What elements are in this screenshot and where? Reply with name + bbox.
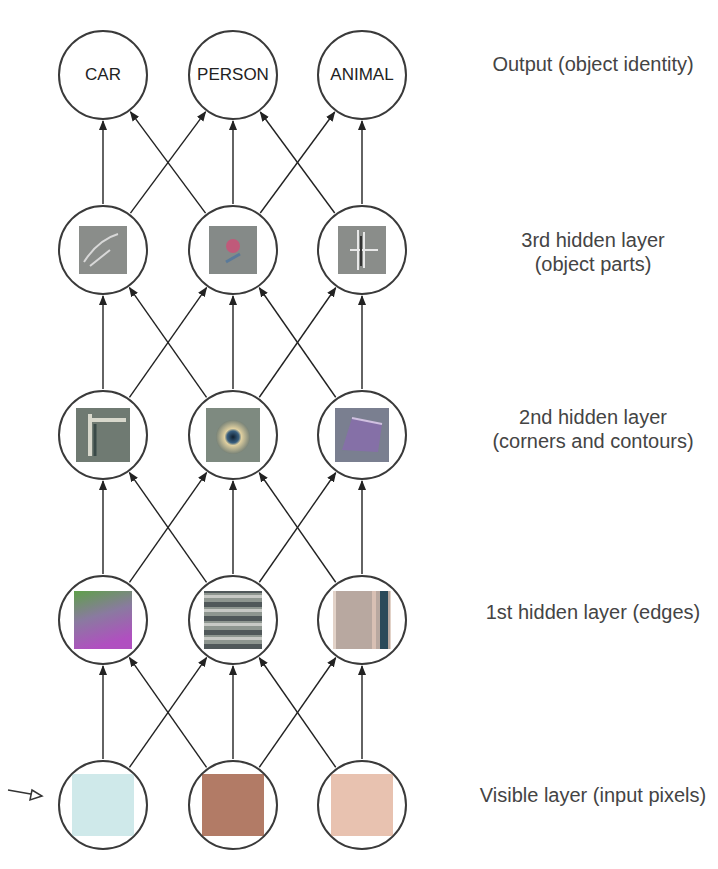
layer-label: Visible layer (input pixels): [478, 783, 708, 807]
class-label: CAR: [85, 65, 121, 85]
output-neuron: PERSON: [188, 30, 278, 120]
connection-arrow: [102, 481, 103, 574]
connection-arrow: [232, 121, 233, 204]
hidden-neuron: [58, 575, 148, 665]
connection-arrow: [102, 666, 103, 759]
input-neuron: [58, 760, 148, 850]
layer-label: Output (object identity): [478, 52, 708, 76]
hidden-neuron: [317, 205, 407, 295]
hidden-neuron: [317, 575, 407, 665]
hidden-neuron: [188, 205, 278, 295]
connection-arrow: [130, 112, 205, 213]
input-neuron: [317, 760, 407, 850]
connection-arrow: [361, 481, 362, 574]
connection-arrow: [260, 112, 334, 213]
connection-arrow: [129, 288, 206, 398]
connection-arrow: [361, 666, 362, 759]
hidden-neuron: [58, 390, 148, 480]
connection-arrow: [259, 288, 335, 398]
connection-arrow: [259, 658, 335, 768]
connection-arrow: [129, 473, 206, 583]
layer-label: 2nd hidden layer (corners and contours): [478, 405, 708, 453]
connection-arrow: [129, 658, 206, 768]
input-neuron: [188, 760, 278, 850]
class-label: ANIMAL: [330, 65, 393, 85]
hidden-neuron: [188, 575, 278, 665]
output-neuron: CAR: [58, 30, 148, 120]
connection-arrow: [361, 296, 362, 389]
connection-arrow: [232, 481, 233, 574]
class-label: PERSON: [197, 65, 269, 85]
hidden-neuron: [188, 390, 278, 480]
layer-label: 3rd hidden layer (object parts): [478, 228, 708, 276]
connection-arrow: [232, 666, 233, 759]
connection-arrow: [129, 473, 206, 583]
hidden-neuron: [317, 390, 407, 480]
connection-arrow: [361, 121, 362, 204]
connection-arrow: [259, 658, 335, 768]
connection-arrow: [259, 288, 335, 398]
connection-arrow: [102, 296, 103, 389]
connection-arrow: [129, 288, 206, 398]
connection-arrow: [232, 296, 233, 389]
output-neuron: ANIMAL: [317, 30, 407, 120]
connection-arrow: [259, 473, 335, 583]
connection-arrow: [130, 112, 205, 213]
connection-arrow: [260, 112, 334, 213]
hidden-neuron: [58, 205, 148, 295]
connection-arrow: [259, 473, 335, 583]
connection-arrow: [129, 658, 206, 768]
layer-label: 1st hidden layer (edges): [478, 600, 708, 624]
connection-arrow: [102, 121, 103, 204]
